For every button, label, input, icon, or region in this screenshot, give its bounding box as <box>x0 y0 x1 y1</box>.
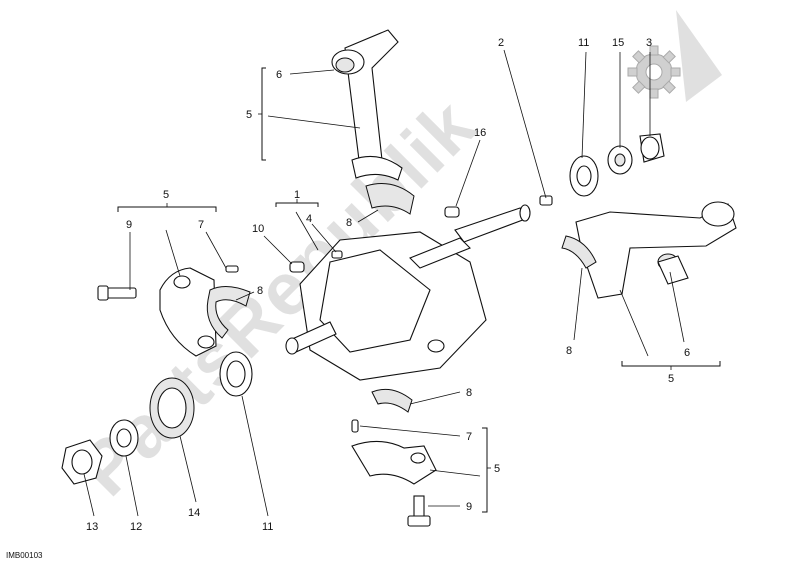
callout-9-bottom: 9 <box>466 501 472 513</box>
logo-flag <box>676 10 722 102</box>
callout-6-top: 6 <box>276 69 282 81</box>
callout-8-right: 8 <box>566 345 572 357</box>
callout-8-left: 8 <box>257 285 263 297</box>
gear-icon <box>627 45 681 99</box>
connecting-rod-top <box>331 29 415 215</box>
callout-14: 14 <box>188 507 200 519</box>
callout-13: 13 <box>86 521 98 533</box>
callout-labels: 6 5 8 5 9 7 8 10 1 4 2 11 15 3 16 8 6 5 … <box>86 37 690 533</box>
callout-6-right: 6 <box>684 347 690 359</box>
brackets <box>117 67 721 513</box>
timing-gear-group <box>61 351 253 485</box>
callout-5-left: 5 <box>163 189 169 201</box>
callout-12: 12 <box>130 521 142 533</box>
bottom-bearing-cap <box>351 388 437 527</box>
callout-1: 1 <box>294 189 300 201</box>
connecting-rod-right <box>561 201 737 299</box>
callout-8-bottom: 8 <box>466 387 472 399</box>
image-code: IMB00103 <box>6 551 43 560</box>
callout-5-top: 5 <box>246 109 252 121</box>
left-bearing-cap <box>97 206 460 357</box>
callout-9-left: 9 <box>126 219 132 231</box>
right-washers <box>539 133 665 206</box>
callout-5-bottom: 5 <box>494 463 500 475</box>
crankshaft <box>285 204 531 381</box>
callout-2: 2 <box>498 37 504 49</box>
callout-15: 15 <box>612 37 624 49</box>
callout-4: 4 <box>306 213 312 225</box>
callout-7-bottom: 7 <box>466 431 472 443</box>
leader-lines <box>83 49 685 517</box>
callout-11-bottom: 11 <box>262 521 273 533</box>
callout-16: 16 <box>474 127 486 139</box>
callout-10: 10 <box>252 223 264 235</box>
callout-11-top: 11 <box>578 37 589 49</box>
callout-5-right: 5 <box>668 373 674 385</box>
callout-8-top: 8 <box>346 217 352 229</box>
callout-3: 3 <box>646 37 652 49</box>
callout-7-left: 7 <box>198 219 204 231</box>
